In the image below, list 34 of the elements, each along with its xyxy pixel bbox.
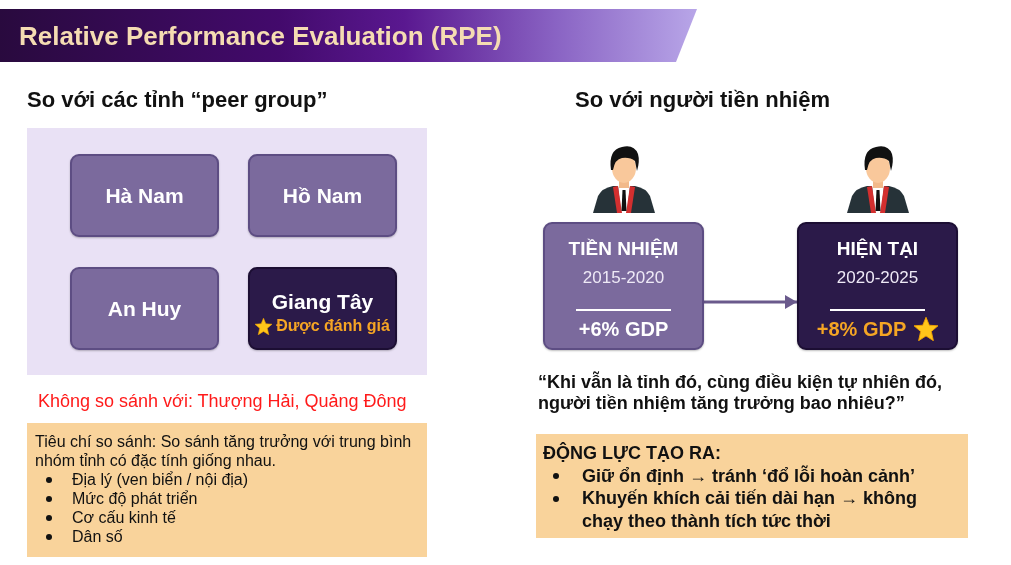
province-name: Hồ Nam bbox=[282, 183, 363, 208]
evaluation-note: Được đánh giá bbox=[276, 316, 390, 336]
province-card bbox=[70, 154, 219, 237]
peer-group-panel bbox=[27, 128, 427, 375]
province-name: Hà Nam bbox=[105, 183, 184, 208]
slide-title: Relative Performance Evaluation (RPE) bbox=[19, 19, 502, 52]
province-card bbox=[248, 154, 397, 237]
criteria-box bbox=[27, 423, 427, 557]
note-text: Tiêu chí so sánh: So sánh tăng trưởng với trung bình nhóm tỉnh có đặc tính giống nhau. bbox=[35, 432, 413, 470]
section-heading: So với các tỉnh “peer group” bbox=[27, 87, 329, 113]
term-title: TIỀN NHIỆM bbox=[568, 237, 679, 261]
term-years: 2015-2020 bbox=[582, 267, 665, 289]
bullet-item: Cơ cấu kinh tế bbox=[35, 508, 424, 527]
province-name: Giang Tây bbox=[271, 289, 374, 314]
bullet-item: Địa lý (ven biển / nội địa) bbox=[35, 470, 424, 489]
bullet-item: Mức độ phát triển bbox=[35, 489, 424, 508]
guiding-question: “Khi vẫn là tỉnh đó, cùng điều kiện tự nhiên đó, người tiền nhiệm tăng trưởng bao nhiêu?” bbox=[538, 372, 944, 414]
bullet-item: Khuyến khích cải tiến dài hạn → không chạy theo thành tích tức thời bbox=[543, 487, 918, 532]
note-heading: ĐỘNG LỰC TẠO RA: bbox=[543, 442, 722, 465]
term-years: 2020-2025 bbox=[836, 267, 919, 289]
bullet-item: Giữ ổn định → tránh ‘đổ lỗi hoàn cảnh’ bbox=[543, 464, 918, 487]
province-card bbox=[248, 267, 397, 350]
province-card bbox=[70, 267, 219, 350]
province-name: An Huy bbox=[107, 296, 182, 321]
motivation-box bbox=[536, 434, 968, 538]
arrow bbox=[704, 295, 797, 309]
term-title: HIỆN TẠI bbox=[836, 237, 919, 261]
section-heading: So với người tiền nhiệm bbox=[575, 87, 831, 113]
gdp-growth: +6% GDP bbox=[578, 317, 669, 341]
exclusion-note: Không so sánh với: Thượng Hải, Quảng Đông bbox=[38, 390, 408, 412]
term-card bbox=[543, 222, 704, 350]
bullet-item: Dân số bbox=[35, 527, 424, 546]
term-card bbox=[797, 222, 958, 350]
gdp-growth: +8% GDP bbox=[816, 317, 907, 341]
